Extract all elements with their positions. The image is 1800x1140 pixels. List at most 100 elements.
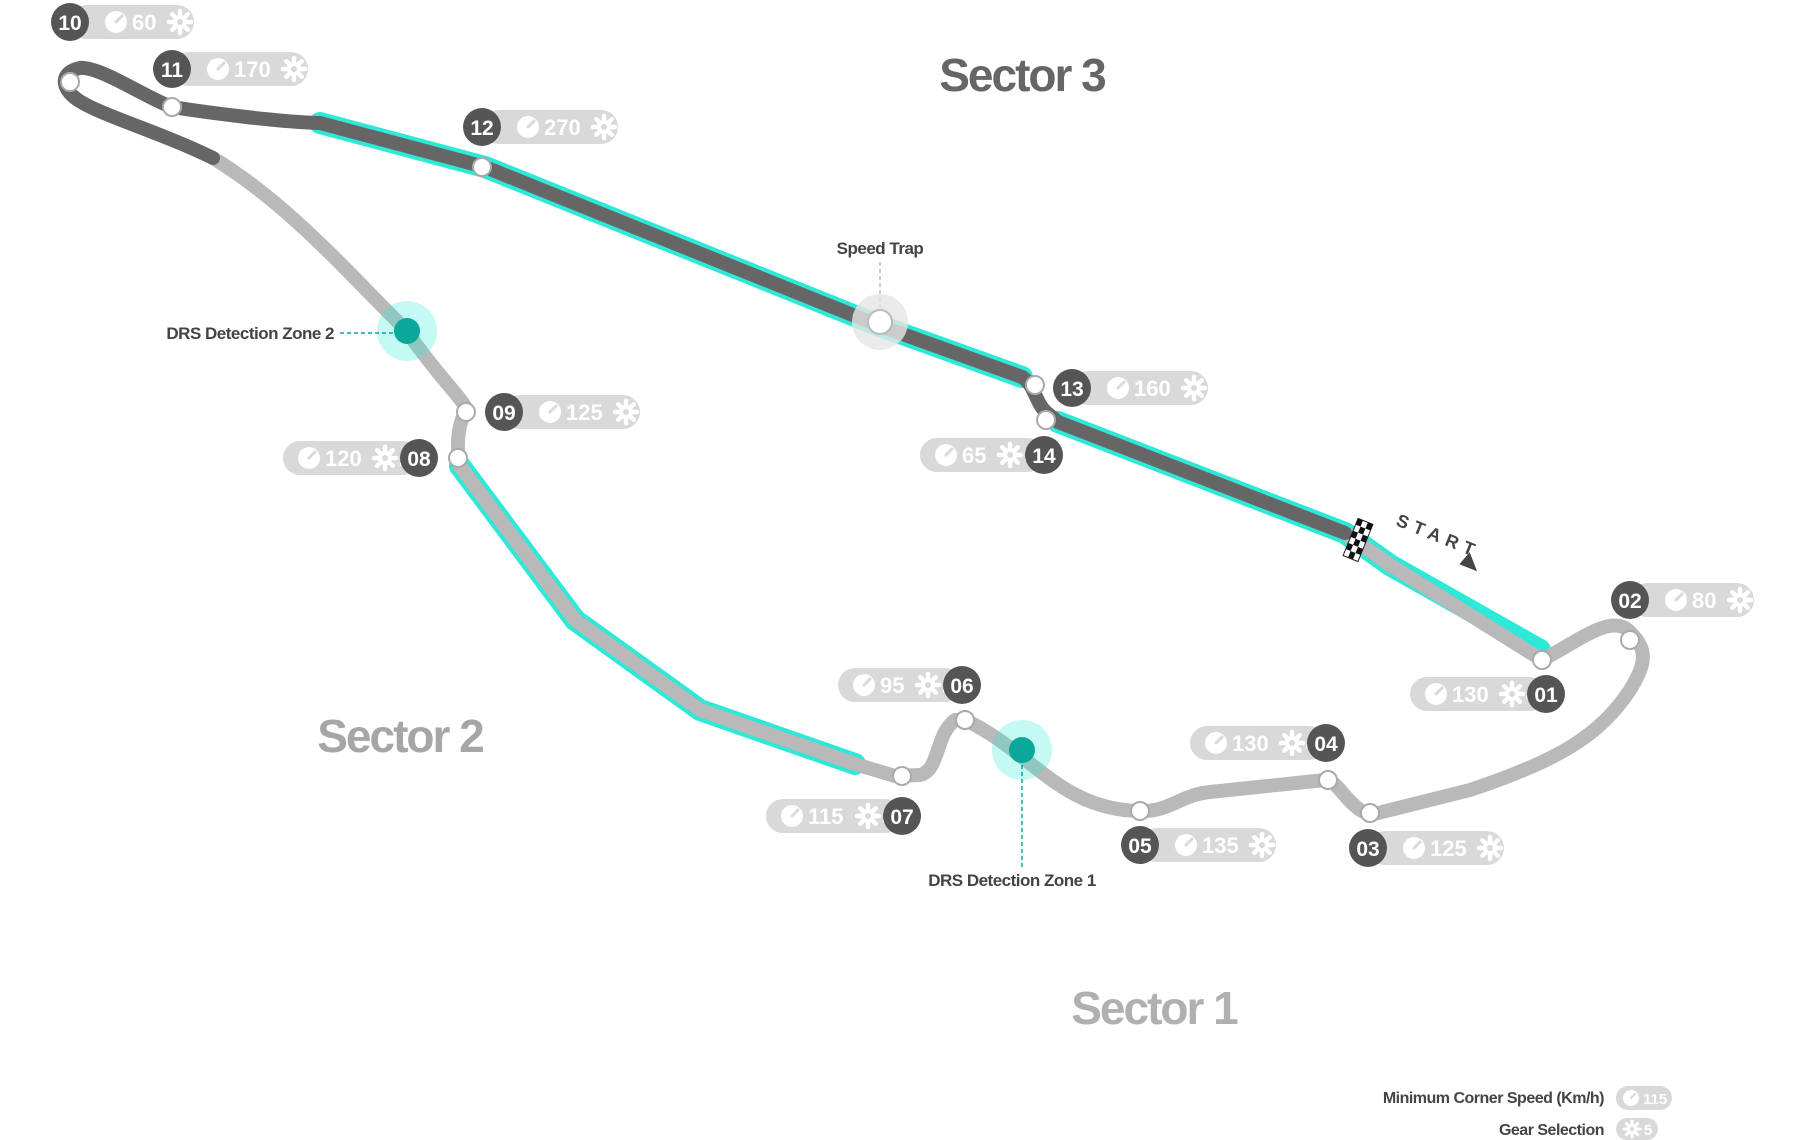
corner-number-badge (1527, 675, 1565, 713)
corner-number: 08 (407, 448, 431, 471)
start-line (1342, 517, 1374, 563)
corner-gear: 3 (1504, 836, 1516, 861)
gear-icon (1476, 834, 1504, 862)
corner-08: 120208 (283, 439, 468, 477)
corner-marker-dot (454, 454, 462, 462)
corner-speed: 130 (1232, 731, 1269, 756)
legend-gear-example: 5 (1644, 1122, 1652, 1139)
speedometer-icon (853, 674, 875, 696)
corner-gear: 4 (640, 400, 653, 425)
speedometer-icon (298, 447, 320, 469)
corner-speed: 125 (1430, 836, 1467, 861)
corner-marker-dot (66, 78, 74, 86)
corner-number: 11 (161, 59, 184, 82)
corner-number-badge (1053, 369, 1091, 407)
speedometer-icon (1107, 377, 1129, 399)
corner-04: 130404 (1190, 724, 1345, 790)
corner-speed: 95 (880, 673, 904, 698)
corner-speed: 270 (544, 115, 581, 140)
gear-icon (166, 8, 194, 36)
corner-number: 05 (1128, 835, 1152, 858)
corner-gear: 8 (618, 115, 630, 140)
start-arrow-icon (1459, 552, 1478, 572)
corner-number-badge (1349, 829, 1387, 867)
legend-speed-example: 115 (1643, 1091, 1667, 1108)
corner-number-badge (943, 666, 981, 704)
corner-pill (70, 5, 194, 39)
corner-speed: 115 (808, 804, 844, 829)
corner-number: 04 (1314, 733, 1338, 756)
gear-icon (590, 113, 618, 141)
corner-marker-dot (168, 103, 176, 111)
corner-number-badge (1307, 724, 1345, 762)
speedometer-icon (517, 116, 539, 138)
corner-markers: 1304018020212530313040413540595206115307… (51, 3, 1766, 867)
gear-icon (612, 398, 640, 426)
corner-number: 14 (1032, 445, 1056, 468)
corner-marker-dot (478, 163, 486, 171)
drs-zone-sector2 (449, 455, 866, 775)
sector3-title: Sector 3 (939, 49, 1105, 101)
gear-icon (1498, 680, 1526, 708)
corner-speed: 80 (1692, 588, 1716, 613)
gear-icon (854, 802, 882, 830)
speedometer-icon (207, 58, 229, 80)
corner-06: 95206 (838, 666, 981, 730)
corner-01: 130401 (1410, 650, 1565, 713)
corner-pill (1368, 831, 1504, 865)
speedometer-icon (935, 444, 957, 466)
gear-icon (280, 55, 308, 83)
speedometer-icon (1665, 589, 1687, 611)
corner-speed: 130 (1452, 682, 1489, 707)
gear-icon (1248, 831, 1276, 859)
corner-number-badge (1121, 826, 1159, 864)
gear-icon (1622, 1119, 1642, 1139)
corner-number: 07 (890, 806, 913, 829)
corner-marker-dot (961, 716, 969, 724)
corner-pill (482, 110, 618, 144)
corner-marker-dot (1324, 776, 1332, 784)
corner-number-badge (51, 3, 89, 41)
speedometer-icon (1623, 1090, 1639, 1106)
corner-pill (1140, 828, 1276, 862)
corner-speed: 65 (962, 443, 986, 468)
corner-speed: 120 (325, 446, 362, 471)
corner-number-badge (883, 797, 921, 835)
corner-number: 10 (58, 12, 81, 35)
corner-gear: 5 (308, 57, 320, 82)
corner-gear: 2 (1754, 588, 1766, 613)
gear-icon (1726, 586, 1754, 614)
legend-speed-label: Minimum Corner Speed (Km/h) (1383, 1090, 1604, 1107)
corner-02: 80 2 02 (1611, 581, 1766, 650)
gear-icon (1180, 374, 1208, 402)
track-sector3-hairpin (57, 61, 327, 165)
corner-number: 02 (1618, 590, 1641, 613)
gear-icon (996, 441, 1024, 469)
speedometer-icon (1403, 837, 1425, 859)
corner-gear: 4 (1208, 376, 1221, 401)
legend-gear-label: Gear Selection (1499, 1122, 1604, 1139)
corner-number: 13 (1060, 378, 1083, 401)
corner-marker-dot (1538, 656, 1546, 664)
corner-07: 115307 (766, 766, 921, 835)
corner-number-badge (485, 393, 523, 431)
speedometer-icon (539, 401, 561, 423)
corner-number: 09 (492, 402, 515, 425)
speedometer-icon (781, 805, 803, 827)
corner-number: 06 (950, 675, 973, 698)
corner-number: 03 (1356, 838, 1379, 861)
corner-marker-dot (1626, 636, 1634, 644)
corner-number-badge (463, 108, 501, 146)
corner-gear: 4 (1276, 833, 1289, 858)
speedometer-icon (1425, 683, 1447, 705)
speed-trap-point (867, 309, 893, 335)
sector2-title: Sector 2 (317, 710, 483, 762)
drs1-label: DRS Detection Zone 1 (928, 871, 1096, 890)
corner-speed: 160 (1134, 376, 1171, 401)
